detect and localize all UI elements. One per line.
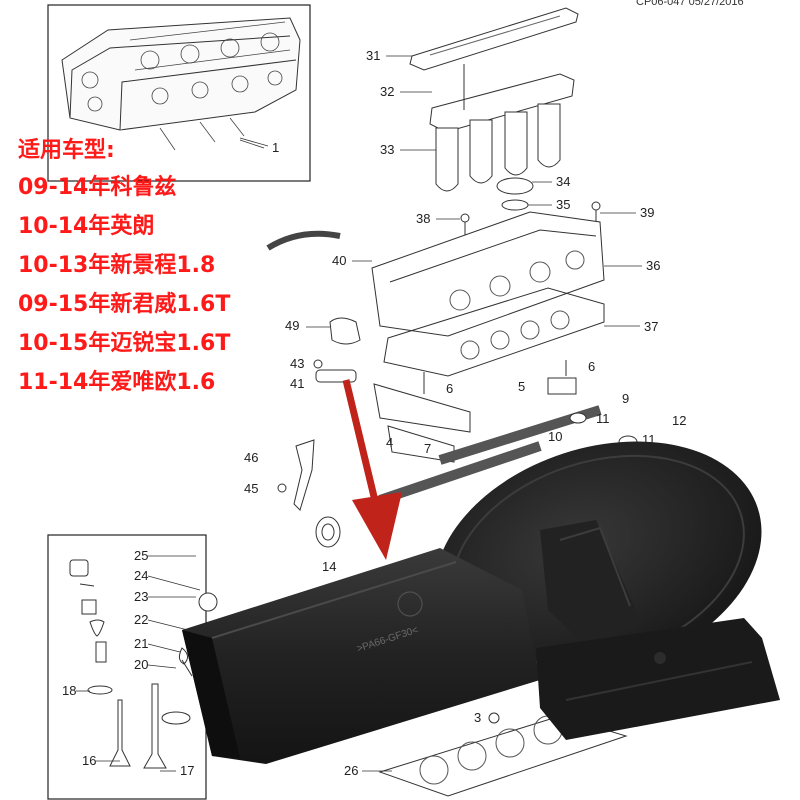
callout-10: 10 <box>548 429 562 444</box>
callout-43: 43 <box>290 356 304 371</box>
callout-6b: 6 <box>588 359 595 374</box>
callout-3: 3 <box>474 710 481 725</box>
callout-22: 22 <box>134 612 148 627</box>
model-item: 11-14年爱唯欧1.6 <box>18 370 216 395</box>
pcv-valve-part: >PA66-GF30< <box>182 441 780 764</box>
model-item: 10-14年英朗 <box>18 214 155 239</box>
diagram-code: CP06-047 05/27/2016 <box>636 0 744 8</box>
callout-21: 21 <box>134 636 148 651</box>
applicable-models-annotation: 适用车型: 09-14年科鲁兹 10-14年英朗 10-13年新景程1.8 09… <box>18 136 230 402</box>
exploded-parts-lineart <box>266 7 638 797</box>
model-item: 09-15年新君威1.6T <box>18 292 231 317</box>
callout-20: 20 <box>134 657 148 672</box>
red-pointer-arrow <box>342 379 402 560</box>
callout-18: 18 <box>62 683 76 698</box>
leader-lines <box>76 55 642 772</box>
callout-37: 37 <box>644 319 658 334</box>
callout-17: 17 <box>180 763 194 778</box>
callout-9: 9 <box>622 391 629 406</box>
callout-1: 1 <box>272 140 279 155</box>
cylinder-head-inset <box>47 4 311 182</box>
callout-6a: 6 <box>446 381 453 396</box>
callout-16: 16 <box>82 753 96 768</box>
callout-46: 46 <box>244 450 258 465</box>
callout-36: 36 <box>646 258 660 273</box>
callout-40: 40 <box>332 253 346 268</box>
callout-25: 25 <box>134 548 148 563</box>
callout-11a: 11 <box>596 411 610 426</box>
callout-4: 4 <box>386 435 393 450</box>
callout-24: 24 <box>134 568 148 583</box>
model-item: 09-14年科鲁兹 <box>18 175 177 200</box>
callout-33: 33 <box>380 142 394 157</box>
callout-7: 7 <box>424 441 431 456</box>
callout-39: 39 <box>640 205 654 220</box>
callout-38: 38 <box>416 211 430 226</box>
callout-31: 31 <box>366 48 380 63</box>
callout-26: 26 <box>344 763 358 778</box>
callout-23: 23 <box>134 589 148 604</box>
model-item: 10-15年迈锐宝1.6T <box>18 331 231 356</box>
callout-5: 5 <box>518 379 525 394</box>
model-item: 10-13年新景程1.8 <box>18 253 216 278</box>
callout-41: 41 <box>290 376 304 391</box>
callout-34: 34 <box>556 174 570 189</box>
callout-14: 14 <box>322 559 336 574</box>
callout-32: 32 <box>380 84 394 99</box>
callout-12: 12 <box>672 413 686 428</box>
callout-45: 45 <box>244 481 258 496</box>
applicable-models-title: 适用车型: <box>18 138 115 163</box>
callout-labels: 31 32 33 34 35 36 37 38 39 40 49 43 41 6… <box>62 48 686 778</box>
callout-35: 35 <box>556 197 570 212</box>
callout-49: 49 <box>285 318 299 333</box>
